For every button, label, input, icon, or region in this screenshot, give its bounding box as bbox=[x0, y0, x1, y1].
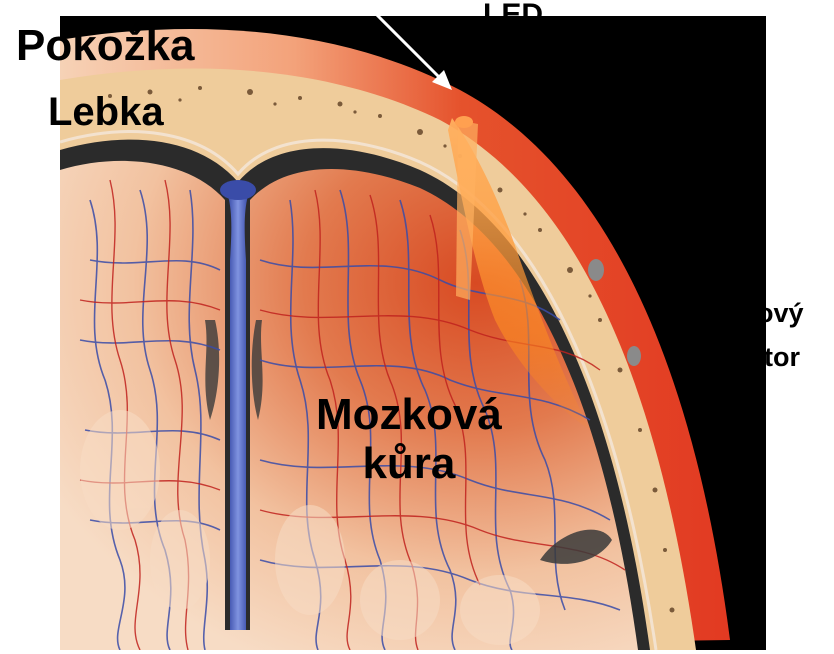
label-detector-1: r bbox=[755, 226, 766, 253]
label-scalp: Pokožka bbox=[16, 24, 195, 68]
label-cortex-line2: kůra bbox=[316, 439, 502, 488]
label-cerebral-cortex: Mozková kůra bbox=[316, 390, 502, 489]
label-cortex-line1: Mozková bbox=[316, 390, 502, 439]
led-source-dot bbox=[455, 116, 473, 128]
superior-sagittal-sinus bbox=[228, 196, 248, 630]
label-led: LED bbox=[483, 0, 543, 30]
label-detector-2-line1: ový bbox=[757, 300, 804, 327]
label-skull: Lebka bbox=[48, 92, 164, 132]
sinus-cap bbox=[220, 180, 256, 200]
label-detector-2-line2: ktor bbox=[749, 344, 800, 371]
detector-2-dot bbox=[627, 346, 641, 366]
detector-1-dot bbox=[588, 259, 604, 281]
